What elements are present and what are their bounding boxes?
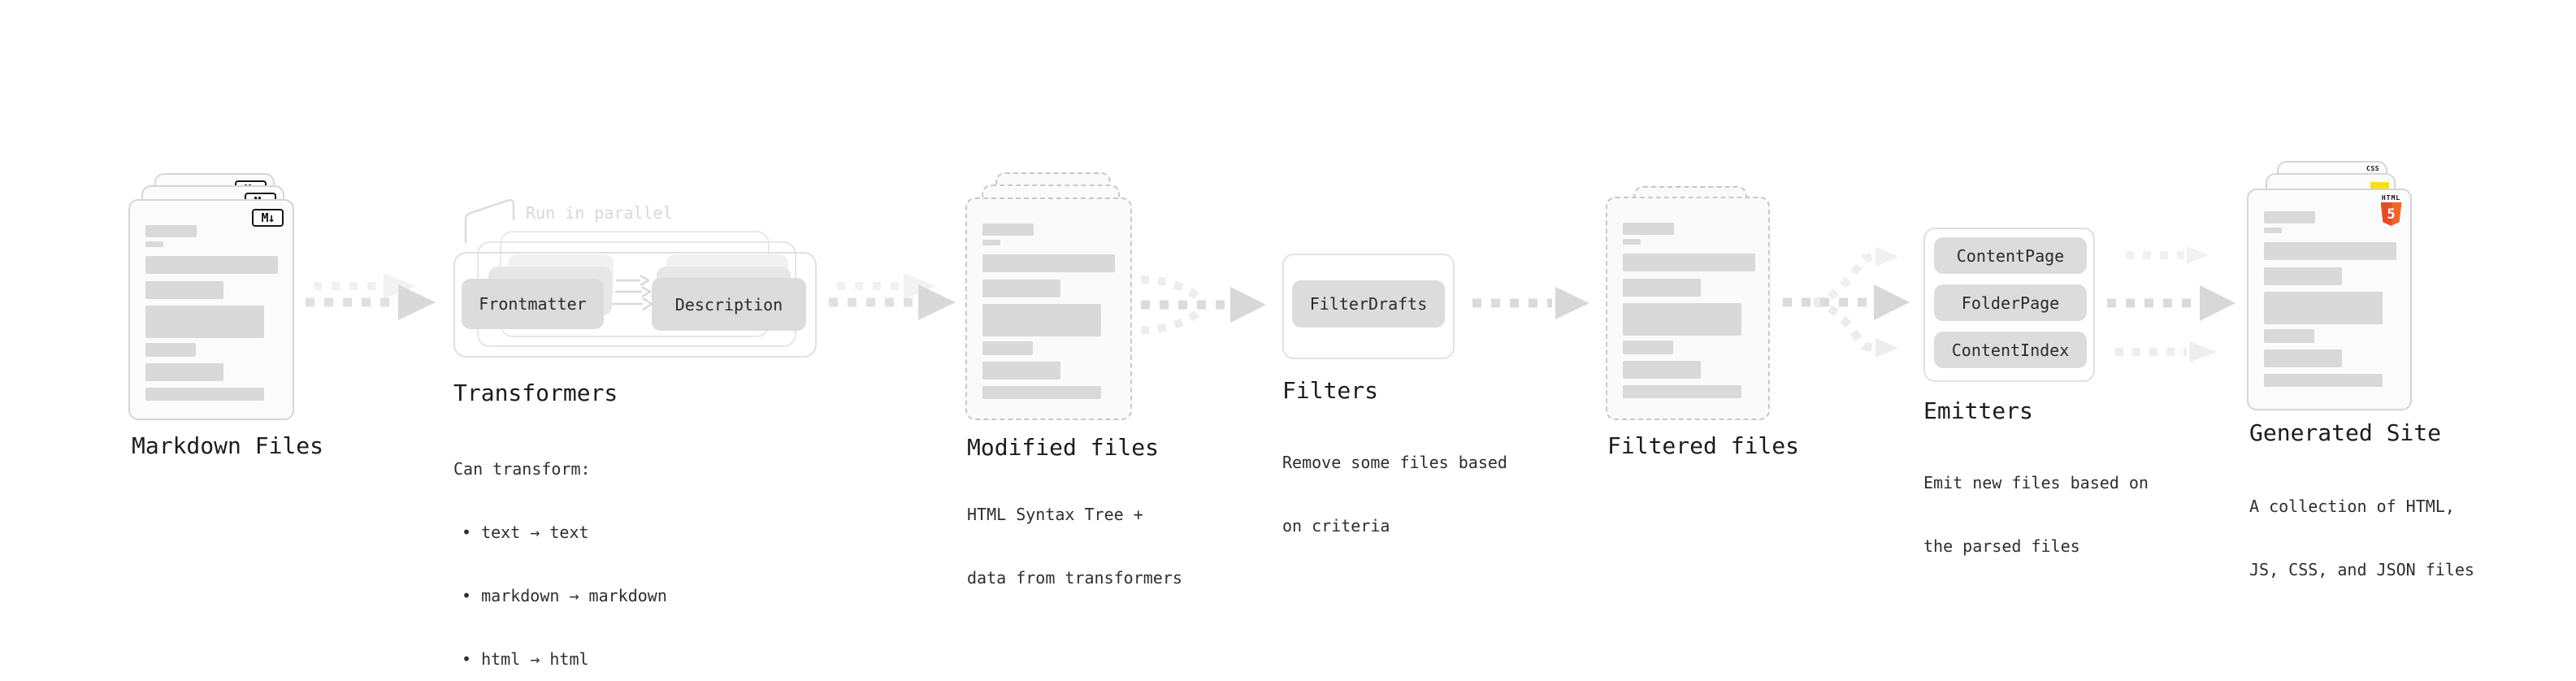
stage-title-filtered-files: Filtered files bbox=[1607, 432, 1800, 459]
transformer-box-front bbox=[453, 252, 817, 358]
flow-arrow-fanout-filtered-to-emitters bbox=[1783, 247, 1910, 358]
file-content-bars bbox=[145, 225, 278, 401]
modified-files-description: HTML Syntax Tree + data from transformer… bbox=[967, 462, 1182, 631]
run-in-parallel-label: Run in parallel bbox=[526, 203, 673, 223]
file-line-bar bbox=[982, 223, 1034, 236]
stage-title-markdown-files: Markdown Files bbox=[132, 432, 324, 459]
filters-description: Remove some files based on criteria bbox=[1282, 410, 1507, 579]
filters-subtitle-line: Remove some files based bbox=[1282, 453, 1507, 472]
file-line-bar bbox=[1623, 279, 1701, 297]
file-line-bar bbox=[1623, 303, 1741, 336]
html5-logo-label: HTML bbox=[2381, 194, 2401, 202]
file-line-bar bbox=[1623, 340, 1673, 354]
file-card-front: M↓ bbox=[128, 199, 294, 420]
file-line-bar bbox=[982, 304, 1101, 336]
stage-title-filters: Filters bbox=[1282, 377, 1379, 404]
emitter-node-contentpage: ContentPage bbox=[1934, 237, 2087, 274]
file-line-bar bbox=[145, 225, 197, 237]
flow-arrow-markdown-to-transformers bbox=[306, 273, 436, 320]
generated-site-subtitle-line: A collection of HTML, bbox=[2249, 497, 2455, 516]
file-line-bar bbox=[982, 280, 1060, 297]
modified-files-subtitle-line: data from transformers bbox=[967, 568, 1182, 588]
file-line-bar bbox=[1623, 223, 1674, 235]
file-line-bar bbox=[2264, 211, 2315, 223]
emitters-subtitle-line: Emit new files based on bbox=[1923, 473, 2149, 492]
file-line-bar bbox=[145, 281, 223, 299]
file-line-bar bbox=[982, 240, 1000, 245]
file-line-bar bbox=[2264, 292, 2383, 324]
file-line-bar bbox=[2264, 329, 2314, 343]
emitter-node-folderpage: FolderPage bbox=[1934, 284, 2087, 321]
file-line-bar bbox=[145, 256, 278, 274]
file-line-bar bbox=[2264, 228, 2282, 233]
file-content-bars bbox=[982, 223, 1115, 399]
stage-title-emitters: Emitters bbox=[1923, 397, 2033, 424]
filters-subtitle-line: on criteria bbox=[1282, 516, 1390, 536]
transformers-bullet: • html → html bbox=[462, 649, 589, 669]
file-line-bar bbox=[145, 388, 264, 401]
css-badge-label: CSS bbox=[2366, 165, 2379, 172]
generated-site-subtitle-line: JS, CSS, and JSON files bbox=[2249, 560, 2474, 579]
transformers-bullet: • markdown → markdown bbox=[462, 586, 667, 605]
file-line-bar bbox=[1623, 254, 1755, 271]
html5-logo-icon: HTML 5 bbox=[2380, 194, 2402, 226]
file-line-bar bbox=[145, 363, 223, 381]
file-line-bar bbox=[2264, 242, 2396, 260]
file-content-bars bbox=[1623, 223, 1755, 398]
transformers-body-heading: Can transform: bbox=[453, 459, 591, 479]
markdown-icon: M↓ bbox=[252, 209, 284, 227]
file-card-front bbox=[1606, 197, 1770, 420]
file-line-bar bbox=[2264, 349, 2342, 367]
flow-arrow-merge-modified-to-filters bbox=[1140, 275, 1266, 334]
file-line-bar bbox=[982, 341, 1033, 355]
file-line-bar bbox=[1623, 361, 1701, 379]
flow-arrow-transformers-to-modified bbox=[829, 273, 956, 320]
html5-number: 5 bbox=[2387, 206, 2396, 223]
file-line-bar bbox=[2264, 267, 2342, 285]
filter-node-filterdrafts: FilterDrafts bbox=[1292, 280, 1445, 327]
stage-title-generated-site: Generated Site bbox=[2249, 419, 2442, 446]
file-line-bar bbox=[982, 386, 1101, 399]
transformer-node-frontmatter: Frontmatter bbox=[462, 279, 604, 329]
file-line-bar bbox=[1623, 385, 1741, 398]
file-line-bar bbox=[145, 241, 163, 247]
emitter-node-contentindex: ContentIndex bbox=[1934, 332, 2087, 368]
file-line-bar bbox=[145, 306, 264, 338]
stage-title-transformers: Transformers bbox=[453, 380, 618, 406]
stage-title-modified-files: Modified files bbox=[967, 434, 1160, 461]
transformers-bullet: • text → text bbox=[462, 523, 589, 542]
flow-arrow-filters-to-filtered bbox=[1472, 287, 1589, 319]
emitters-subtitle-line: the parsed files bbox=[1923, 536, 2080, 556]
transformers-description: Can transform: • text → text • markdown … bbox=[453, 416, 667, 681]
file-card-front-html: HTML 5 bbox=[2247, 189, 2412, 410]
emitters-description: Emit new files based on the parsed files bbox=[1923, 430, 2149, 599]
file-line-bar bbox=[982, 254, 1115, 272]
file-content-bars bbox=[2264, 211, 2396, 387]
flow-arrows-emitters-to-generated bbox=[2107, 246, 2236, 362]
transformer-node-description: Description bbox=[652, 278, 806, 331]
modified-files-subtitle-line: HTML Syntax Tree + bbox=[967, 505, 1143, 524]
file-line-bar bbox=[145, 343, 196, 357]
html5-shield: 5 bbox=[2380, 202, 2402, 226]
file-line-bar bbox=[982, 362, 1060, 380]
file-line-bar bbox=[1623, 239, 1641, 245]
run-in-parallel-leader-line bbox=[464, 198, 515, 243]
file-line-bar bbox=[2264, 374, 2383, 387]
transformer-internal-arrows bbox=[612, 274, 653, 311]
generated-site-description: A collection of HTML, JS, CSS, and JSON … bbox=[2249, 453, 2474, 622]
file-card-front bbox=[965, 197, 1132, 420]
